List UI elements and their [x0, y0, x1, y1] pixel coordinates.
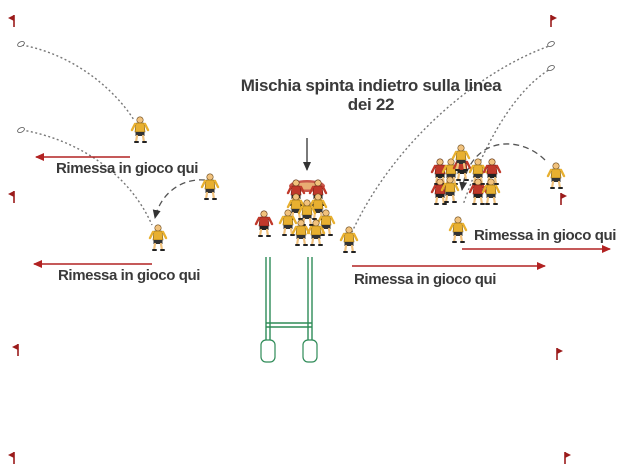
corner-flag [7, 451, 15, 465]
ball-icon [16, 126, 26, 134]
corner-flag [550, 14, 558, 28]
goal-posts [260, 257, 318, 363]
restart-label: Rimessa in gioco qui [56, 160, 199, 177]
corner-flag [7, 14, 15, 28]
corner-flag [560, 192, 568, 206]
ball-icon [546, 64, 556, 72]
ball-icon [16, 40, 26, 48]
corner-flag [11, 343, 19, 357]
thrower-player [546, 161, 566, 190]
kicker-player [148, 223, 168, 252]
pass-lines [152, 143, 546, 219]
restart-label: Rimessa in gioco qui [58, 267, 201, 284]
scrum-group [278, 178, 336, 247]
restart-arrows [33, 153, 611, 270]
corner-flag [556, 347, 564, 361]
kicker-player [339, 225, 359, 254]
restart-label: Rimessa in gioco qui [474, 227, 617, 244]
lineout-group [430, 143, 502, 206]
kicker-player [130, 115, 150, 144]
passer-player [200, 172, 220, 201]
kick-trajectories [21, 44, 553, 233]
defender-player [254, 209, 274, 238]
corner-flag [7, 190, 15, 204]
kicker-player [448, 215, 468, 244]
restart-label: Rimessa in gioco qui [354, 271, 497, 288]
corner-flag [564, 451, 572, 465]
diagram-title: Mischia spinta indietro sulla linea dei … [240, 76, 502, 114]
ball-icon [546, 40, 556, 48]
